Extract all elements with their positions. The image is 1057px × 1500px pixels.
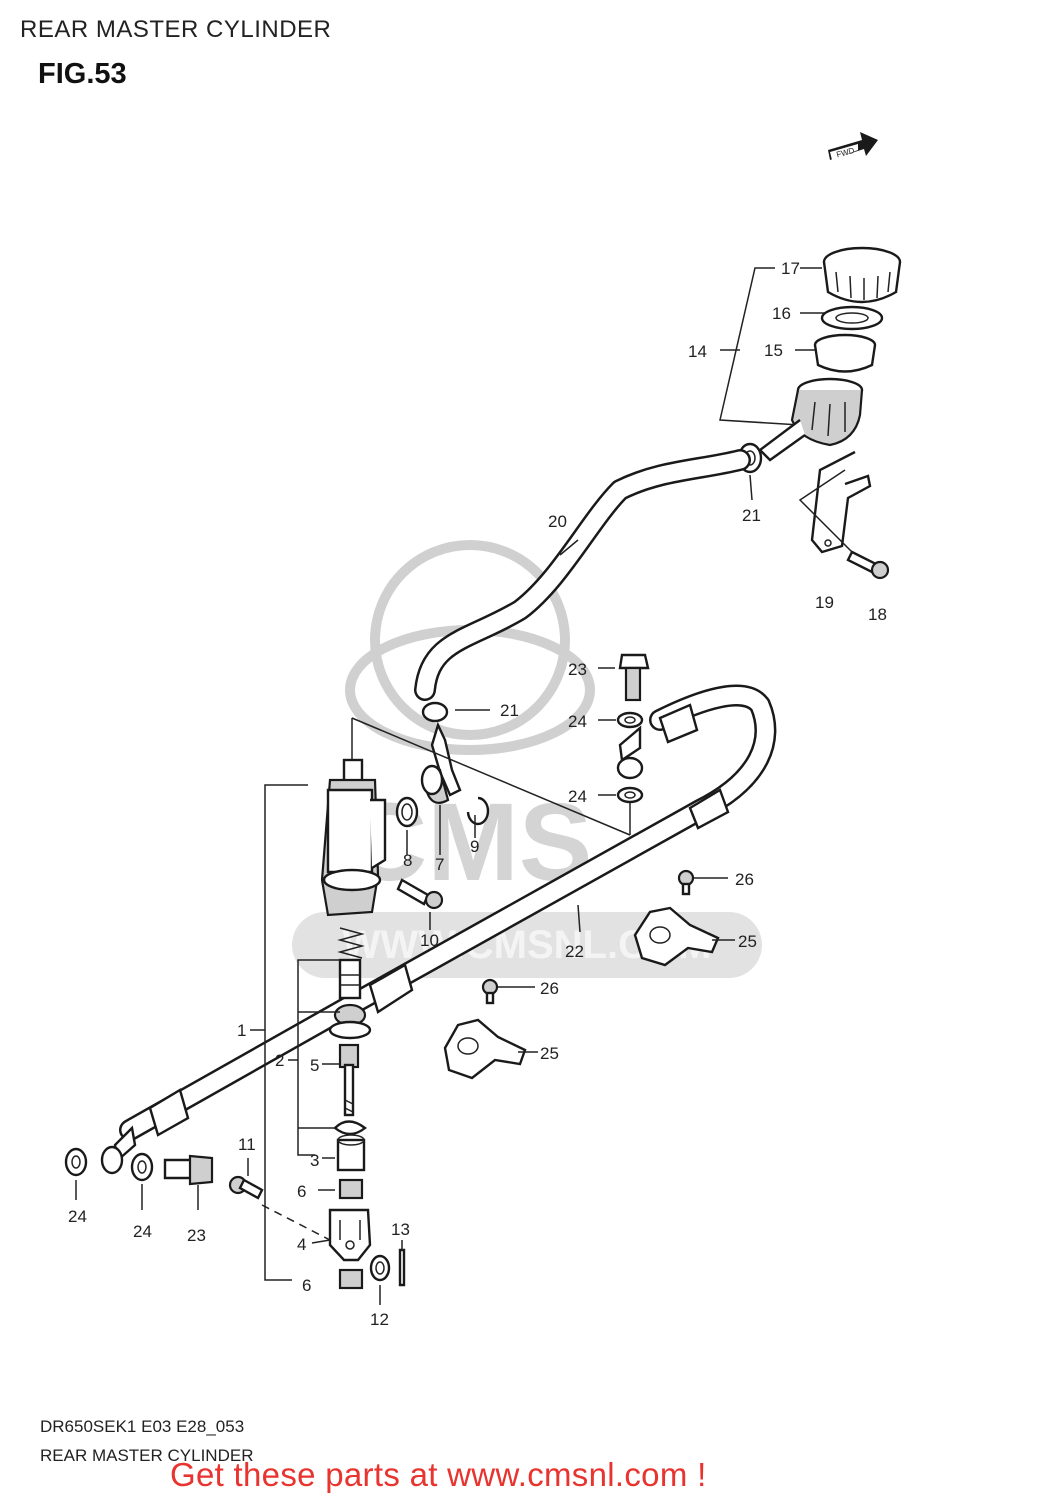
callout-1: 1: [237, 1021, 246, 1040]
callout-18: 18: [868, 605, 887, 624]
bolt-10: [396, 878, 444, 930]
diagram-code: DR650SEK1 E03 E28_053: [40, 1417, 245, 1436]
callout-23b: 23: [187, 1226, 206, 1245]
callout-7: 7: [435, 855, 444, 874]
callout-6b: 6: [302, 1276, 311, 1295]
bolt-11: [228, 1158, 331, 1241]
washer-24-upper-b: [598, 786, 644, 804]
piston: [338, 958, 362, 1000]
banjo-fitting-lower: [100, 1145, 124, 1175]
diagram-name: REAR MASTER CYLINDER: [40, 1446, 254, 1465]
brake-hose-22: [113, 684, 777, 1163]
washer-24-lower-b: [130, 1152, 154, 1210]
hose-clamp-21-lower: [421, 701, 490, 797]
reservoir-bracket: [810, 450, 872, 554]
figure-label: FIG.53: [38, 58, 127, 90]
reservoir-assembly: [719, 246, 902, 556]
o-ring-8: [395, 796, 419, 828]
callout-6a: 6: [297, 1182, 306, 1201]
callout-24a: 24: [568, 712, 587, 731]
callout-13: 13: [391, 1220, 410, 1239]
banjo-bolt-23-lower: [163, 1154, 214, 1210]
diaphragm-15: [813, 333, 877, 373]
washer-24-lower-a: [64, 1147, 88, 1200]
callout-2: 2: [275, 1051, 284, 1070]
pushrod-5: [322, 1043, 360, 1117]
callout-4: 4: [297, 1235, 306, 1254]
hose-clamp-25-lower: [443, 1018, 538, 1080]
clevis-4: [311, 1208, 372, 1262]
banjo-fitting: [616, 756, 644, 780]
callout-20: 20: [548, 512, 567, 531]
washer-12: [369, 1254, 391, 1305]
callout-21b: 21: [500, 701, 519, 720]
callout-24d: 24: [133, 1222, 152, 1241]
nut-6-upper: [318, 1178, 364, 1200]
callout-3: 3: [310, 1151, 319, 1170]
hose-clamp-25-upper: [633, 906, 735, 967]
page-title: REAR MASTER CYLINDER: [20, 16, 332, 43]
callout-8: 8: [403, 851, 412, 870]
diaphragm-plate-16: [820, 305, 884, 331]
callout-24c: 24: [68, 1207, 87, 1226]
boot-seal: [328, 1003, 372, 1040]
washer-24-upper-a: [598, 711, 644, 729]
callout-11: 11: [238, 1135, 256, 1154]
piston-spring: [337, 927, 365, 959]
callout-19: 19: [815, 593, 834, 612]
callout-24b: 24: [568, 787, 587, 806]
callout-25b: 25: [540, 1044, 559, 1063]
joint-7: [420, 764, 450, 804]
master-cylinder-body: [320, 758, 387, 917]
callout-17: 17: [781, 259, 800, 278]
circlip-9: [466, 796, 490, 826]
callout-5: 5: [310, 1056, 319, 1075]
callout-15: 15: [764, 341, 783, 360]
callout-26b: 26: [540, 979, 559, 998]
callout-10: 10: [420, 931, 439, 950]
fwd-arrow-icon: FWD: [828, 132, 878, 160]
reservoir-cap-17: [822, 246, 902, 304]
screw-26-upper: [677, 869, 728, 896]
callout-12: 12: [370, 1310, 389, 1329]
screw-26-lower: [481, 978, 535, 1005]
nut-6-lower: [338, 1268, 364, 1290]
callout-16: 16: [772, 304, 791, 323]
callout-14: 14: [688, 342, 707, 361]
cotter-pin-13: [398, 1240, 406, 1287]
get-parts-link[interactable]: Get these parts at www.cmsnl.com !: [170, 1456, 707, 1493]
callout-9: 9: [470, 837, 479, 856]
callout-labels: 1 2 3 4 5 6 6 7 8 9 10 11 12 13 14 15 16…: [68, 259, 887, 1329]
reservoir-hose-20: [414, 449, 751, 701]
circlip-3: [322, 1120, 367, 1172]
callout-25a: 25: [738, 932, 757, 951]
banjo-bolt-23-upper: [598, 653, 650, 702]
reservoir-body: [758, 377, 864, 462]
callout-23a: 23: [568, 660, 587, 679]
bolt-18: [846, 550, 890, 580]
callout-21a: 21: [742, 506, 761, 525]
callout-22: 22: [565, 942, 584, 961]
callout-26a: 26: [735, 870, 754, 889]
